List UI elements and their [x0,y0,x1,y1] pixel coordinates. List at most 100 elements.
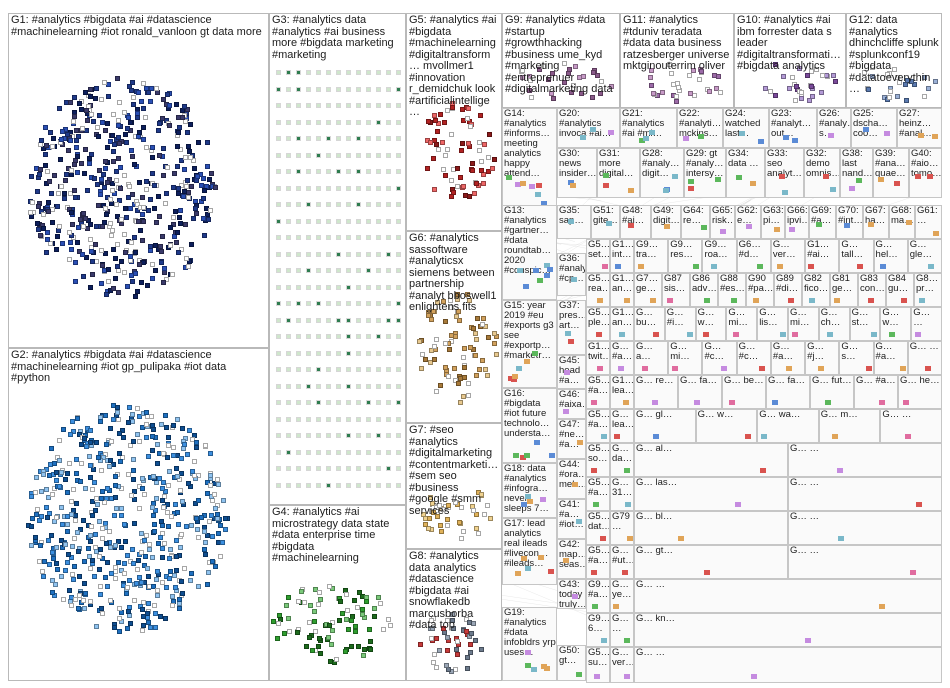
mini-group-tile[interactable]: G9… #a… [586,579,610,613]
mini-group-tile[interactable]: G84 gu… [886,273,914,307]
mini-group-tile[interactable]: G5… su… [586,647,610,683]
small-group-tile[interactable]: G43: today truly… [557,579,586,609]
small-group-tile[interactable]: G46: #aixa… [557,389,586,419]
mini-group-tile[interactable]: G83 con… [858,273,886,307]
mini-group-tile[interactable]: G… gl… [634,409,696,443]
mini-group-tile[interactable]: G5… #a… [586,375,610,409]
small-group-tile[interactable]: G36: #analy… #cp… [557,253,586,296]
small-group-tile[interactable]: G25: dscha… coo… [851,108,897,148]
mini-group-tile[interactable]: G… ch… [819,307,850,341]
mini-group-tile[interactable]: G… … [911,307,942,341]
mini-group-tile[interactable]: G… wa… [757,409,819,443]
mini-group-tile[interactable]: G… ver… [610,647,634,683]
small-group-tile[interactable]: G20: #analytics invoca #ai… [557,108,620,148]
mini-group-tile[interactable]: G1… int… [610,239,634,273]
mini-group-tile[interactable]: G1… an… [610,273,634,307]
small-group-tile[interactable]: G33: seo analyt… [765,148,804,198]
group-cell-g9[interactable]: G9: #analytics #data #startup #growthhac… [502,13,620,108]
mini-group-tile[interactable]: G… … [880,409,942,443]
small-group-tile[interactable]: G51: gite… [591,205,620,239]
mini-group-tile[interactable]: G5… #a… [586,409,610,443]
small-group-tile[interactable]: G63: pi… [761,205,785,239]
small-group-tile[interactable]: G27: heinz… #anal… [897,108,942,148]
mini-group-tile[interactable]: G86 adv… [690,273,718,307]
mini-group-tile[interactable]: G… fut… [810,375,854,409]
mini-group-tile[interactable]: G1… lea… [610,375,634,409]
mini-group-tile[interactable]: G89 #di… [774,273,802,307]
small-group-tile[interactable]: G32: demo omnis… [804,148,840,198]
mini-group-tile[interactable]: G… a… [634,341,668,375]
small-group-tile[interactable]: G61: … [915,205,942,239]
small-group-tile[interactable]: G37: pres… art… [557,300,586,355]
small-group-tile[interactable]: G65: risk… [710,205,735,239]
mini-group-tile[interactable]: G5… ple… [586,307,610,341]
mini-group-tile[interactable]: G… gle… [908,239,942,273]
mini-group-tile[interactable]: G9… roa… [702,239,736,273]
group-cell-g7[interactable]: G7: #seo #analytics #digitalmarketing #c… [406,423,502,549]
mini-group-tile[interactable]: G9… res… [668,239,702,273]
mini-group-tile[interactable]: G79 … [610,511,634,545]
mini-group-tile[interactable]: G81 ge… [830,273,858,307]
small-group-tile[interactable]: G30: news insider… [557,148,597,198]
small-group-tile[interactable]: G42: map… seas… [557,539,586,579]
mini-group-tile[interactable]: G… #a… [771,341,805,375]
small-group-tile[interactable]: G24: watched last… [723,108,769,148]
small-group-tile[interactable]: G34: data … [726,148,765,198]
mini-group-tile[interactable]: G… s… [839,341,873,375]
mini-group-tile[interactable]: G… #a… [874,341,908,375]
mini-group-tile[interactable]: G… tall… [839,239,873,273]
small-group-tile[interactable]: G45: head #a… [557,355,586,389]
mini-group-tile[interactable]: G… st… [850,307,881,341]
small-group-tile[interactable]: G17: lead analytics real ileads #livecon… [502,518,557,585]
mini-group-tile[interactable]: G5… so… [586,443,610,477]
small-group-tile[interactable]: G22: #analyti… mckins… [677,108,723,148]
mini-group-tile[interactable]: G… #a… [610,341,634,375]
small-group-tile[interactable]: G47: #ne… #a… [557,419,586,459]
mini-group-tile[interactable]: G… w… [696,307,727,341]
small-group-tile[interactable]: G19: #analytics #data infobldrs yrp uses… [502,607,557,681]
small-group-tile[interactable]: G26: #analy… s… [817,108,851,148]
mini-group-tile[interactable]: G5… dat… [586,511,610,545]
small-group-tile[interactable]: G29: gt #analy… intersy… [684,148,726,198]
mini-group-tile[interactable]: G… w… [696,409,758,443]
small-group-tile[interactable]: G15: year 2019 #eu #exports g3 see #expo… [502,300,557,388]
mini-group-tile[interactable]: G… #c… [737,341,771,375]
mini-group-tile[interactable]: G… #a… [854,375,898,409]
small-group-tile[interactable]: G18: data #analytics #infogra… never sle… [502,463,557,518]
mini-group-tile[interactable]: G… w… [880,307,911,341]
mini-group-tile[interactable]: G88 #es… [718,273,746,307]
mini-group-tile[interactable]: G… lea… [610,409,634,443]
mini-group-tile[interactable]: G… … [634,647,942,683]
mini-group-tile[interactable]: G… he… [898,375,942,409]
mini-group-tile[interactable]: G… kn… [634,613,942,647]
mini-group-tile[interactable]: G… re… [634,375,678,409]
mini-group-tile[interactable]: G… #ut… [610,545,634,579]
small-group-tile[interactable]: G62: e… [735,205,761,239]
mini-group-tile[interactable]: G82 fico… [802,273,830,307]
mini-group-tile[interactable]: G87 sis… [662,273,690,307]
small-group-tile[interactable]: G21: #analytics #ai #ml… [620,108,677,148]
small-group-tile[interactable]: G44: #ora… meh… [557,459,586,499]
small-group-tile[interactable]: G14: #analytics #informs… meeting analyt… [502,108,557,218]
mini-group-tile[interactable]: G… … [788,511,942,545]
small-group-tile[interactable]: G66: ipvi… [785,205,809,239]
small-group-tile[interactable]: G38: last nand… [840,148,873,198]
mini-group-tile[interactable]: G1… twit… [586,341,610,375]
mini-group-tile[interactable]: G… fa… [678,375,722,409]
mini-group-tile[interactable]: G5… rea… [586,273,610,307]
group-cell-g12[interactable]: G12: data #analytics dhinchcliffe splunk… [846,13,942,108]
group-cell-g4[interactable]: G4: #analytics #ai microstrategy data st… [269,505,406,681]
mini-group-tile[interactable]: G… … [908,341,942,375]
mini-group-tile[interactable]: G… bl… [634,511,788,545]
mini-group-tile[interactable]: G… #i… [665,307,696,341]
small-group-tile[interactable]: G13: #analytics #gartner… #data roundtab… [502,205,557,300]
mini-group-tile[interactable]: G… 31… [610,477,634,511]
mini-group-tile[interactable]: G… al… [634,443,788,477]
small-group-tile[interactable]: G50: gt… [557,645,586,681]
small-group-tile[interactable]: G40: #aio… tomo… [909,148,942,198]
mini-group-tile[interactable]: G… da… [610,443,634,477]
mini-group-tile[interactable]: G… ver… [771,239,805,273]
mini-group-tile[interactable]: G… gt… [634,545,788,579]
mini-group-tile[interactable]: G… lis… [757,307,788,341]
mini-group-tile[interactable]: G9… 6… [586,613,610,647]
